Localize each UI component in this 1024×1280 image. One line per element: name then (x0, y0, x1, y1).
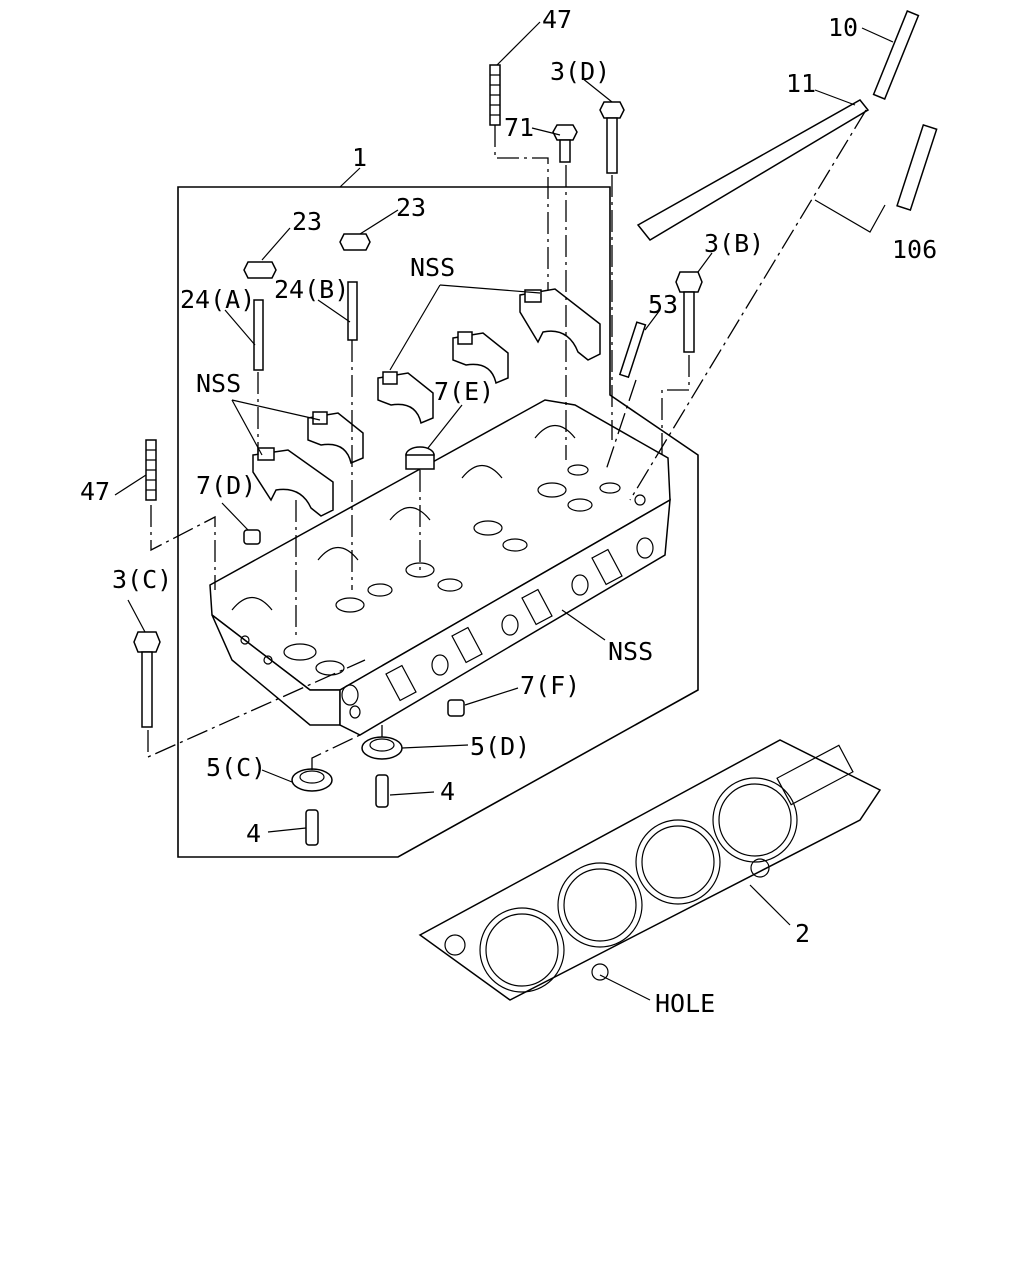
label-part-23-right: 23 (396, 193, 426, 222)
cam-cap (519, 288, 601, 361)
label-part-10: 10 (828, 13, 858, 42)
label-part-3d: 3(D) (550, 57, 610, 86)
stud-47-top (489, 64, 501, 126)
head-gasket (418, 739, 882, 1001)
bolt-3b (675, 271, 703, 353)
label-part-4-right: 4 (440, 777, 455, 806)
cam-cap (307, 411, 364, 465)
label-part-7d: 7(D) (196, 471, 256, 500)
dowel-4-right (375, 774, 389, 808)
cylinder-head (209, 399, 671, 736)
label-nss-caps-top: NSS (410, 253, 455, 282)
label-part-106: 106 (892, 235, 937, 264)
nut-23-right (339, 233, 371, 251)
label-nss-caps-left: NSS (196, 369, 241, 398)
seal-5c (291, 768, 333, 792)
assembly-centerlines (147, 109, 867, 770)
label-part-47-left: 47 (80, 477, 110, 506)
label-nss-head: NSS (608, 637, 653, 666)
leader-lines (114, 21, 894, 1001)
tube-106 (896, 123, 938, 212)
plug-7d (243, 529, 261, 545)
label-part-3c: 3(C) (112, 565, 172, 594)
bolt-3d (599, 101, 625, 174)
stud-47-left (145, 439, 157, 501)
stud-53 (618, 321, 647, 379)
label-part-2: 2 (795, 919, 810, 948)
label-part-24a: 24(A) (180, 285, 255, 314)
label-part-1: 1 (352, 143, 367, 172)
label-part-23-left: 23 (292, 207, 322, 236)
cam-cap (252, 447, 334, 517)
stud-24b (347, 281, 358, 341)
label-part-47-top: 47 (542, 5, 572, 34)
label-part-24b: 24(B) (274, 275, 349, 304)
label-part-53: 53 (648, 290, 678, 319)
dowel-4-left (305, 809, 319, 846)
label-part-71: 71 (504, 113, 534, 142)
label-part-5c: 5(C) (206, 753, 266, 782)
label-part-3b: 3(B) (704, 229, 764, 258)
glow-plug-10 (872, 10, 920, 100)
bus-bar-11 (636, 99, 870, 241)
nut-23-left (243, 261, 277, 279)
label-part-7e: 7(E) (434, 377, 494, 406)
plug-7f (447, 699, 465, 717)
label-part-11: 11 (786, 69, 816, 98)
seal-5d (361, 736, 403, 760)
label-part-7f: 7(F) (520, 671, 580, 700)
bolt-3c (133, 631, 161, 728)
cam-cap (452, 331, 509, 385)
label-hole: HOLE (655, 989, 715, 1018)
label-part-5d: 5(D) (470, 732, 530, 761)
bolt-71 (552, 124, 578, 163)
stud-24a (253, 299, 264, 371)
plug-7e (405, 446, 435, 470)
label-part-4-left: 4 (246, 819, 261, 848)
assembly-boundary-outline (177, 186, 699, 858)
cam-cap (377, 371, 434, 425)
